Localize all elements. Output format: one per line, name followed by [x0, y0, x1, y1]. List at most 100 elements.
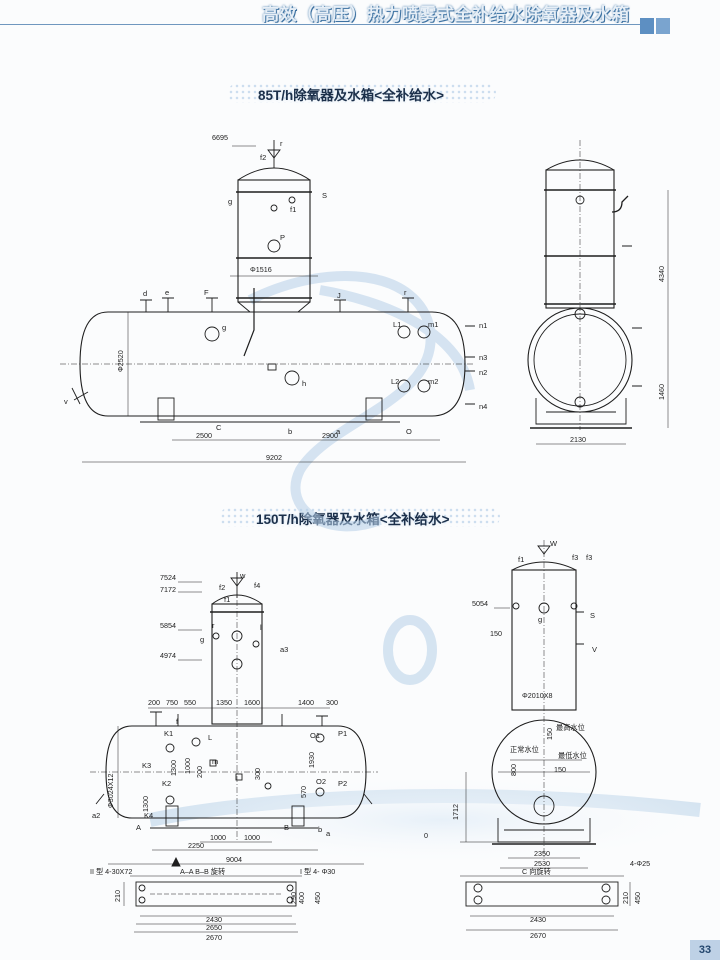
nozzle-label: l [260, 623, 262, 632]
nozzle-label: J [337, 291, 341, 300]
nozzle-label: n1 [479, 321, 487, 330]
nozzle-label: S [590, 611, 595, 620]
water-level-normal: 正常水位 [510, 745, 539, 754]
elevation-label: 5054 [472, 599, 488, 608]
elevation-label: 7524 [160, 573, 176, 582]
nozzle-label: K1 [164, 729, 173, 738]
top-dimension-label: 750 [166, 698, 178, 707]
nozzle-label: n2 [479, 368, 487, 377]
base-width-label: 210 [113, 890, 122, 902]
side-dim-label: 150 [490, 629, 502, 638]
nozzle-label: P2 [338, 779, 347, 788]
nozzle-label: g [200, 635, 204, 644]
nozzle-label: B [284, 823, 289, 832]
nozzle-label: d [143, 289, 147, 298]
vertical-dim-label: 1930 [307, 752, 316, 768]
page-number: 33 [690, 940, 720, 960]
top-dimension-label: 1600 [244, 698, 260, 707]
base-width-label: 400 [297, 892, 306, 904]
nozzle-label: L1 [393, 320, 401, 329]
drawing-labels: 6695 Φ1516 Φ2520 2500 2900 9202 4340 146… [64, 133, 666, 942]
elevation-label: 7172 [160, 585, 176, 594]
side-width-label: 2350 [534, 849, 550, 858]
elevation-label: 5854 [160, 621, 176, 630]
section-title-background [220, 507, 500, 527]
deaerator-150-front-view [90, 572, 378, 867]
base-width-label: 450 [633, 892, 642, 904]
nozzle-label: f2 [260, 153, 266, 162]
elevation-label: 6695 [212, 133, 228, 142]
nozzle-label: W [550, 539, 558, 548]
nozzle-label: n4 [479, 402, 487, 411]
nozzle-label: w [239, 571, 246, 580]
side-dim-label: 800 [509, 764, 518, 776]
section-title-background [228, 83, 496, 103]
span-right-label: 2900 [322, 431, 338, 440]
base-type-label: I 型 4- Φ30 [300, 867, 335, 876]
top-dimension-label: 1350 [216, 698, 232, 707]
nozzle-label: g [222, 323, 226, 332]
nozzle-label: m [212, 757, 218, 766]
elevation-label: 4974 [160, 651, 176, 660]
nozzle-label: v [64, 397, 68, 406]
nozzle-label: g [538, 615, 542, 624]
height-base-label: 1460 [657, 384, 666, 400]
nozzle-label: f2 [219, 583, 225, 592]
nozzle-label: m2 [428, 377, 438, 386]
nozzle-label: a [326, 829, 331, 838]
base-width-label: 210 [621, 892, 630, 904]
nozzle-label: a3 [280, 645, 288, 654]
nozzle-label: P1 [338, 729, 347, 738]
nozzle-label: f1 [224, 595, 230, 604]
base-section-label: C 向旋转 [522, 867, 551, 876]
tank-diameter-label: Φ2520 [116, 350, 125, 372]
nozzle-label: L [208, 733, 212, 742]
vertical-dim-label: 1300 [169, 760, 178, 776]
overall-length-label: 9202 [266, 453, 282, 462]
nozzle-label: g [228, 197, 232, 206]
top-dimension-label: 550 [184, 698, 196, 707]
side-dim-label: 150 [545, 728, 554, 740]
nozzle-label: b [318, 825, 322, 834]
nozzle-label: f4 [254, 581, 260, 590]
side-height-label: 1712 [451, 804, 460, 820]
nozzle-label: P [280, 233, 285, 242]
base-length-label: 2670 [206, 933, 222, 942]
base-type-label: II 型 4-30X72 [90, 867, 132, 876]
top-dimension-label: 1400 [298, 698, 314, 707]
tank-diameter-label: Φ3024X12 [106, 773, 115, 808]
water-level-high: 最高水位 [556, 723, 585, 732]
side-dim-label: 150 [554, 765, 566, 774]
section-title-85: 85T/h除氧器及水箱<全补给水> [258, 88, 445, 103]
top-dimension-label: 300 [326, 698, 338, 707]
vertical-dim-label: 570 [299, 786, 308, 798]
nozzle-label: h [302, 379, 306, 388]
side-width-label: 2130 [570, 435, 586, 444]
nozzle-label: S [322, 191, 327, 200]
nozzle-label: a2 [92, 811, 100, 820]
base-length-label: 2670 [530, 931, 546, 940]
spacing-label: 1000 [244, 833, 260, 842]
nozzle-label: f1 [290, 205, 296, 214]
nozzle-label: f1 [518, 555, 524, 564]
span-left-label: 2500 [196, 431, 212, 440]
base-hole-label: 4-Φ25 [630, 859, 650, 868]
base-length-label: 2650 [206, 923, 222, 932]
dome-diameter-label: Φ1516 [250, 265, 272, 274]
nozzle-label: r [404, 288, 407, 297]
elevation-label: 0 [424, 831, 428, 840]
nozzle-label: K2 [162, 779, 171, 788]
top-dimension-label: 200 [148, 698, 160, 707]
vertical-dim-label: 200 [195, 766, 204, 778]
nozzle-label: r [280, 139, 283, 148]
deaerator-85-front-view [60, 140, 475, 463]
nozzle-label: b [288, 427, 292, 436]
water-level-low: 最低水位 [558, 751, 587, 760]
header-title: 高效（高压）热力喷雾式全补给水除氧器及水箱 [262, 5, 630, 24]
nozzle-label: V [592, 645, 597, 654]
nozzle-label: e [165, 288, 169, 297]
nozzle-label: O [406, 427, 412, 436]
base-width-label: 450 [313, 892, 322, 904]
nozzle-label: C [216, 423, 222, 432]
